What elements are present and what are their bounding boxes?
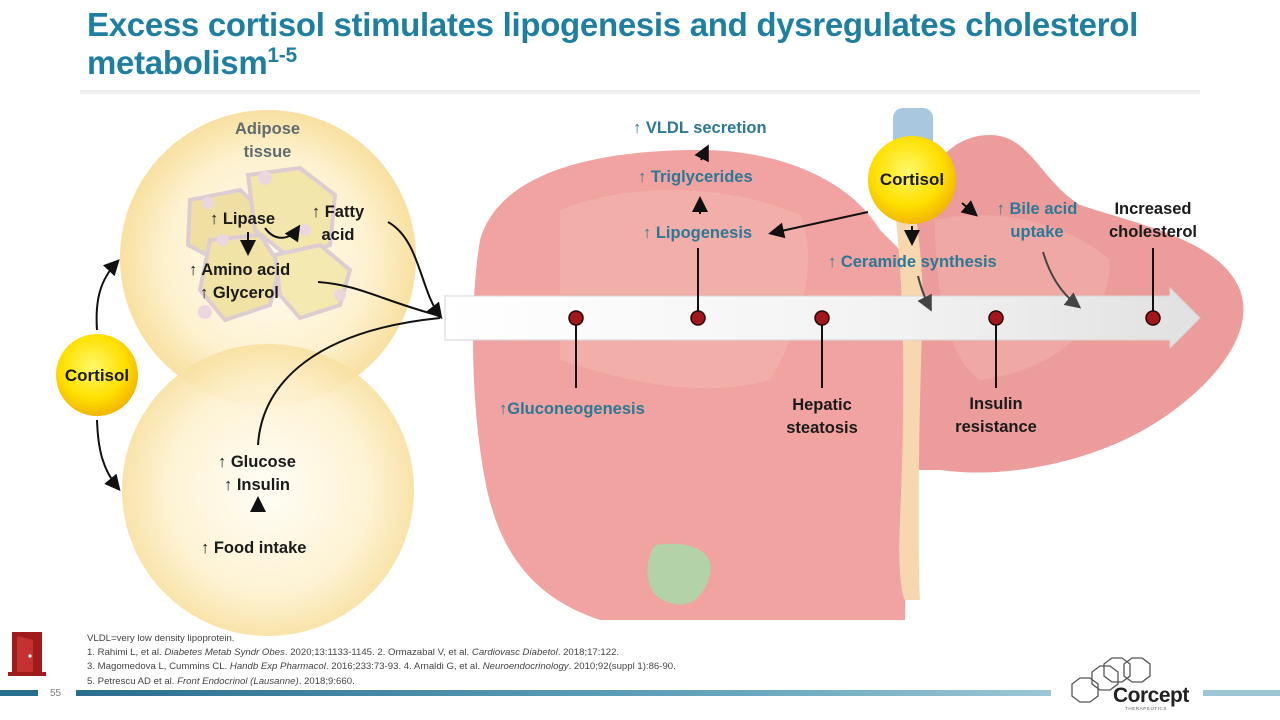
- timeline-dot: [568, 310, 584, 326]
- ref-journal: Diabetes Metab Syndr Obes: [164, 647, 285, 659]
- cortisol-to-appetite-arrow: [96, 419, 121, 492]
- glycerol-label: ↑ Glycerol: [200, 284, 279, 302]
- cortisol-sphere-left: [56, 334, 138, 416]
- ceramide-to-timeline-arrow: [917, 275, 932, 312]
- glucose-label: ↑ Glucose: [218, 453, 296, 471]
- cortisol-to-bile-acid-arrow: [960, 200, 979, 217]
- bile-acid-to-timeline-arrow: [1042, 251, 1082, 309]
- adipose-tissue-label: Adipose tissue: [225, 118, 310, 164]
- fatty-acid-line2: acid: [321, 226, 355, 244]
- ref-text: . 2020;13:1133-1145. 2. Ormazabal V, et …: [284, 647, 472, 659]
- bile-acid-line2: uptake: [1010, 223, 1064, 241]
- food-intake-label: ↑ Food intake: [201, 539, 307, 557]
- timeline-markers: [568, 248, 1161, 388]
- glycerol-to-liver-arrow: [317, 281, 441, 317]
- ref-journal: Handb Exp Pharmacol: [229, 661, 326, 673]
- ref-text: . 2016;233:73-93. 4. Arnaldi G, et al.: [325, 661, 483, 673]
- ref-text: . 2018;9:660.: [298, 675, 355, 687]
- gluconeogenesis-label: ↑Gluconeogenesis: [499, 400, 645, 418]
- amino-acid-label: ↑ Amino acid: [189, 261, 291, 279]
- timeline-dot: [988, 310, 1004, 326]
- abbreviation-note: VLDL=very low density lipoprotein.: [87, 633, 235, 644]
- bile-acid-label: ↑ Bile acid uptake: [988, 198, 1086, 244]
- ref-journal: Front Endocrinol (Lausanne): [177, 675, 299, 687]
- brand-name: Corcept: [1113, 684, 1189, 707]
- ref-journal: Cardiovasc Diabetol: [471, 647, 558, 659]
- ref-text: . 2018;17:122.: [557, 647, 620, 659]
- appetite-circle: [122, 344, 414, 636]
- insulin-resistance-line1: Insulin: [969, 395, 1023, 413]
- footer-bar-left: [0, 690, 38, 696]
- adipose-title-line1: Adipose: [234, 120, 301, 138]
- fatty-acid-line1: ↑ Fatty: [311, 203, 365, 221]
- cortisol-label-left: Cortisol: [64, 366, 130, 385]
- lipase-label: ↑ Lipase: [210, 210, 276, 228]
- lipase-to-fatty-acid-arrow: [264, 224, 301, 243]
- increased-cholesterol-line2: cholesterol: [1108, 223, 1198, 241]
- ref-text: 5. Petrescu AD et al.: [87, 675, 178, 687]
- page-number: 55: [50, 688, 62, 699]
- title-divider: [80, 90, 1200, 96]
- slide-title: Excess cortisol stimulates lipogenesis a…: [87, 6, 1237, 82]
- insulin-resistance-line2: resistance: [955, 418, 1037, 436]
- hepatic-steatosis-line2: steatosis: [786, 419, 858, 437]
- hepatic-steatosis-line1: Hepatic: [792, 396, 852, 414]
- footer-bar: [76, 690, 1051, 696]
- vldl-secretion-label: ↑ VLDL secretion: [633, 119, 767, 137]
- cortisol-to-lipogenesis-arrow: [768, 211, 869, 239]
- reference-line: 5. Petrescu AD et al. Front Endocrinol (…: [87, 675, 676, 689]
- hepatic-steatosis-label: Hepatic steatosis: [772, 394, 872, 440]
- lipogenesis-label: ↑ Lipogenesis: [643, 224, 753, 242]
- cortisol-to-adipose-arrow: [95, 259, 120, 331]
- ref-text: . 2010;92(suppl 1):86-90.: [568, 661, 676, 673]
- footnotes: VLDL=very low density lipoprotein. 1. Ra…: [87, 632, 676, 689]
- insulin-resistance-label: Insulin resistance: [946, 393, 1046, 439]
- fatty-acid-to-liver-arrow: [387, 221, 443, 320]
- exit-door-icon: [8, 632, 46, 676]
- brand-tagline: THERAPEUTICS: [1125, 706, 1167, 711]
- bile-acid-line1: ↑ Bile acid: [996, 200, 1078, 218]
- cortisol-label-liver: Cortisol: [879, 170, 945, 189]
- ceramide-synthesis-label: ↑ Ceramide synthesis: [828, 253, 997, 271]
- reference-line: 1. Rahimi L, et al. Diabetes Metab Syndr…: [87, 646, 676, 660]
- title-superscript: 1-5: [267, 44, 297, 67]
- ref-journal: Neuroendocrinology: [482, 661, 569, 673]
- footer-bar-right: [1203, 690, 1280, 696]
- ref-text: 3. Magomedova L, Cummins CL.: [87, 661, 230, 673]
- timeline-dot: [690, 310, 706, 326]
- triglycerides-to-vldl-arrow: [694, 144, 709, 163]
- corcept-logo-icon: [1071, 657, 1151, 703]
- insulin-label: ↑ Insulin: [224, 476, 290, 494]
- increased-cholesterol-label: Increased cholesterol: [1103, 198, 1203, 244]
- ref-text: 1. Rahimi L, et al.: [87, 647, 165, 659]
- glucose-to-liver-arrow: [257, 317, 441, 446]
- title-text: Excess cortisol stimulates lipogenesis a…: [87, 6, 1138, 81]
- triglycerides-label: ↑ Triglycerides: [638, 168, 753, 186]
- fatty-acid-label: ↑ Fatty acid: [298, 201, 378, 247]
- reference-line: 3. Magomedova L, Cummins CL. Handb Exp P…: [87, 660, 676, 674]
- adipose-title-line2: tissue: [243, 143, 292, 161]
- timeline-dot: [1145, 310, 1161, 326]
- cortisol-sphere-liver: [868, 136, 956, 224]
- increased-cholesterol-line1: Increased: [1114, 200, 1192, 218]
- timeline-dot: [814, 310, 830, 326]
- liver-illustration: [473, 108, 1244, 620]
